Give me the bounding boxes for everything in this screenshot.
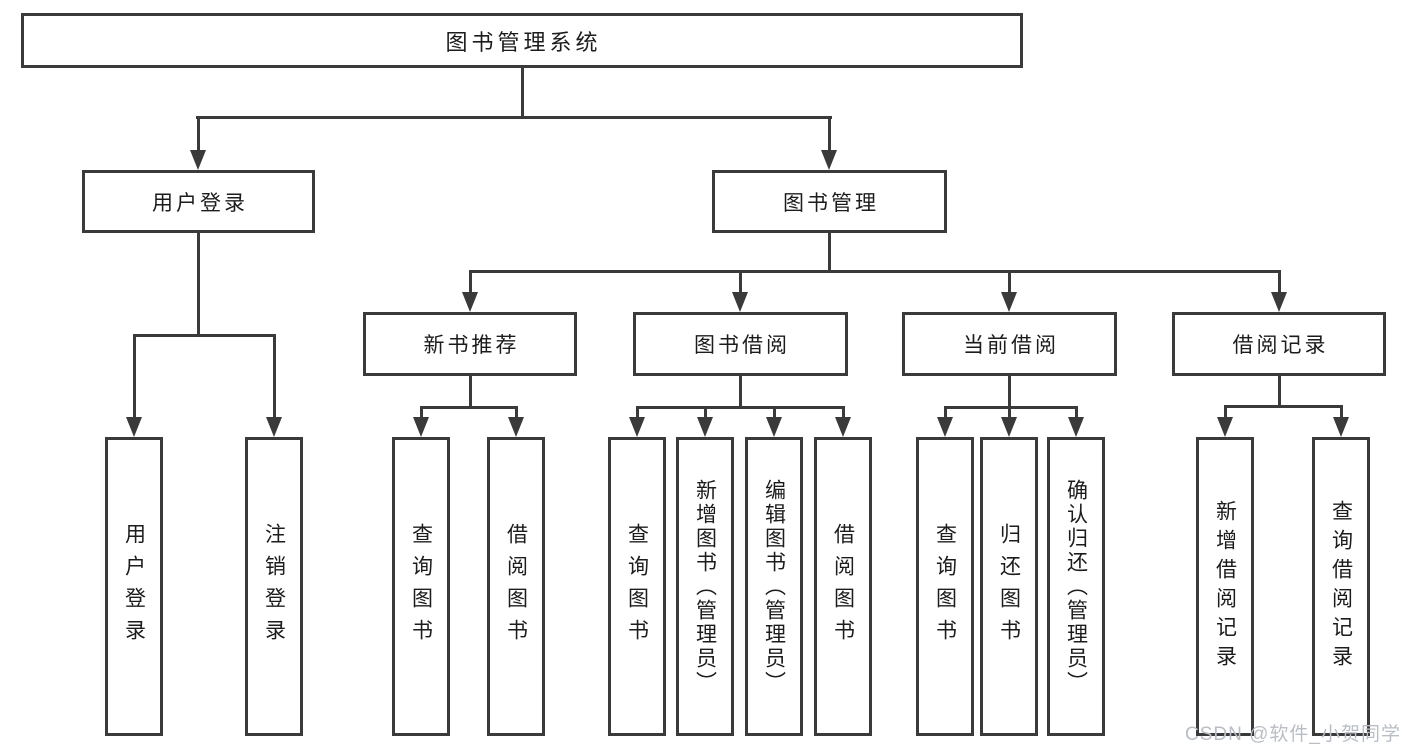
connector-line [944, 406, 947, 419]
node-book-borrowing: 图书借阅 [633, 312, 848, 376]
leaf-add-books-admin: 新增图书（管理员） [676, 437, 734, 736]
connector-line [1278, 270, 1281, 294]
arrow-down-icon [462, 292, 478, 312]
connector-line [1008, 270, 1011, 294]
connector-line [842, 406, 845, 419]
connector-line [196, 116, 832, 119]
connector-line [739, 376, 742, 408]
leaf-confirm-return-admin: 确认归还（管理员） [1047, 437, 1105, 736]
arrow-down-icon [1001, 292, 1017, 312]
arrow-down-icon [508, 417, 524, 437]
arrow-down-icon [1217, 417, 1233, 437]
connector-line [636, 406, 639, 419]
leaf-return-books: 归还图书 [980, 437, 1038, 736]
arrow-down-icon [937, 417, 953, 437]
arrow-down-icon [766, 417, 782, 437]
connector-line [1278, 376, 1281, 407]
node-user-login: 用户登录 [82, 170, 315, 233]
arrow-down-icon [190, 150, 206, 170]
leaf-query-books-current: 查询图书 [916, 437, 974, 736]
leaf-query-books-borrowing: 查询图书 [608, 437, 666, 736]
leaf-edit-books-admin: 编辑图书（管理员） [745, 437, 803, 736]
leaf-query-borrow-record: 查询借阅记录 [1312, 437, 1370, 736]
connector-line [739, 270, 742, 294]
connector-line [521, 68, 524, 118]
leaf-logout: 注销登录 [245, 437, 303, 736]
csdn-watermark: CSDN @软件_小贺同学 [1185, 724, 1401, 745]
node-book-management: 图书管理 [712, 170, 947, 233]
connector-line [944, 406, 1078, 409]
connector-line [1224, 405, 1227, 419]
arrow-down-icon [821, 150, 837, 170]
leaf-add-borrow-record: 新增借阅记录 [1196, 437, 1254, 736]
connector-line [133, 334, 136, 419]
connector-line [828, 116, 831, 152]
connector-line [420, 406, 517, 409]
connector-line [636, 406, 844, 409]
arrow-down-icon [1271, 292, 1287, 312]
connector-line [420, 406, 423, 419]
connector-line [133, 334, 276, 337]
connector-line [469, 270, 1281, 273]
leaf-query-books-recommend: 查询图书 [392, 437, 450, 736]
node-borrowing-records: 借阅记录 [1172, 312, 1386, 376]
connector-line [1075, 406, 1078, 419]
connector-line [773, 406, 776, 419]
node-root-library-system: 图书管理系统 [21, 13, 1023, 68]
leaf-user-login: 用户登录 [105, 437, 163, 736]
arrow-down-icon [835, 417, 851, 437]
connector-line [1008, 376, 1011, 408]
connector-line [273, 334, 276, 419]
connector-line [469, 376, 472, 408]
arrow-down-icon [1333, 417, 1349, 437]
arrow-down-icon [413, 417, 429, 437]
connector-line [1008, 406, 1011, 419]
connector-line [1224, 405, 1342, 408]
node-current-borrowing: 当前借阅 [902, 312, 1117, 376]
connector-line [197, 116, 200, 152]
arrow-down-icon [732, 292, 748, 312]
connector-line [515, 406, 518, 419]
connector-line [704, 406, 707, 419]
leaf-borrow-books-recommend: 借阅图书 [487, 437, 545, 736]
connector-line [828, 233, 831, 272]
connector-line [469, 270, 472, 294]
connector-line [197, 233, 200, 336]
arrow-down-icon [266, 417, 282, 437]
node-new-book-recommend: 新书推荐 [363, 312, 577, 376]
arrow-down-icon [697, 417, 713, 437]
arrow-down-icon [1068, 417, 1084, 437]
arrow-down-icon [126, 417, 142, 437]
arrow-down-icon [629, 417, 645, 437]
arrow-down-icon [1001, 417, 1017, 437]
connector-line [1340, 405, 1343, 419]
leaf-borrow-books-borrowing: 借阅图书 [814, 437, 872, 736]
